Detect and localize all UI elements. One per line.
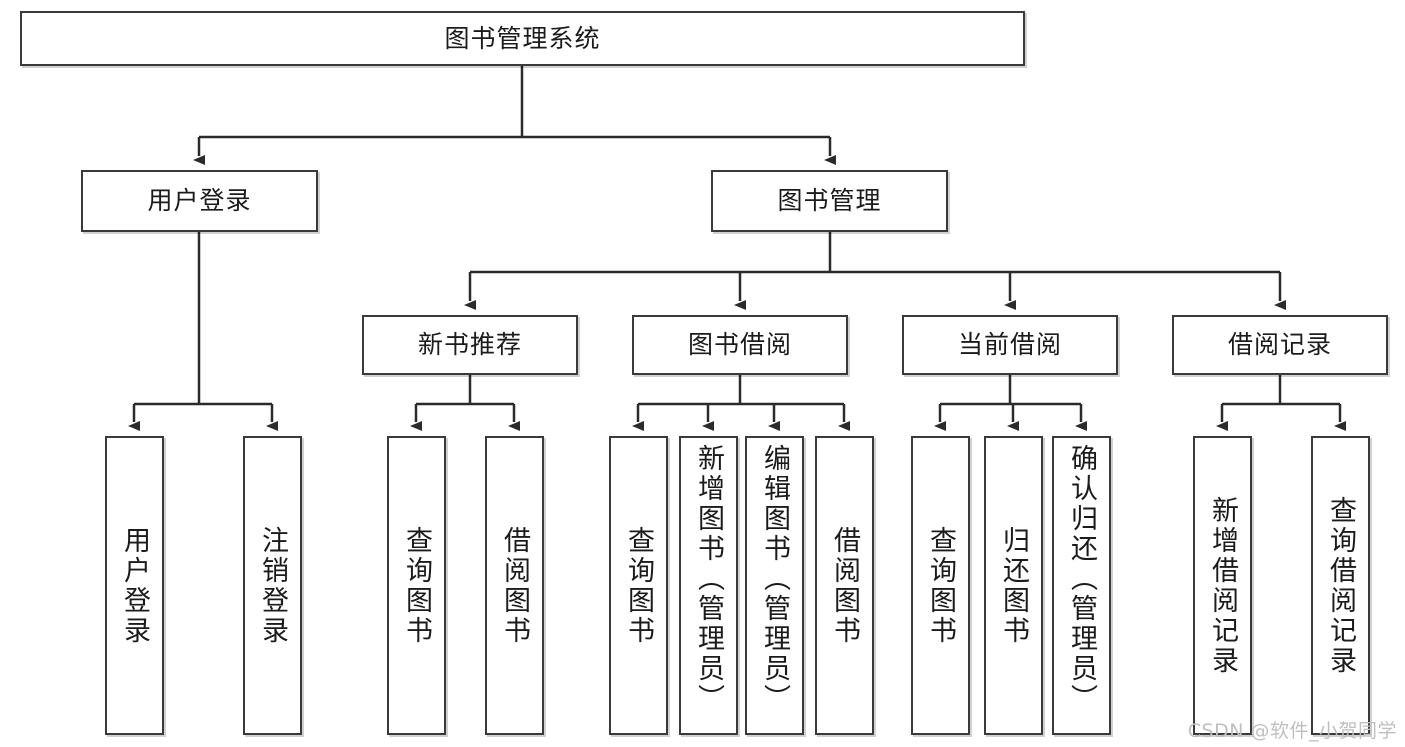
node-root-label: 图书管理系统 [444,23,601,53]
node-leaf-confirm-return-label: 确认归还（管理员） [1066,444,1097,714]
node-leaf-logout-label: 注销登录 [257,525,288,646]
node-leaf-add-book[interactable]: 新增图书（管理员） [679,436,738,735]
node-book-manage[interactable]: 图书管理 [711,170,948,232]
node-leaf-borrow-book-2[interactable]: 借阅图书 [815,436,874,735]
node-leaf-user-login[interactable]: 用户登录 [105,436,164,735]
node-borrow-record-label: 借阅记录 [1227,330,1332,360]
node-leaf-borrow-book-2-label: 借阅图书 [829,525,860,646]
node-leaf-confirm-return[interactable]: 确认归还（管理员） [1052,436,1111,735]
node-leaf-query-record[interactable]: 查询借阅记录 [1311,436,1370,735]
node-leaf-borrow-book-1-label: 借阅图书 [499,525,530,646]
node-leaf-return-book-label: 归还图书 [998,525,1029,646]
node-leaf-query-book-1[interactable]: 查询图书 [387,436,446,735]
node-user-login[interactable]: 用户登录 [81,170,318,232]
node-leaf-edit-book-label: 编辑图书（管理员） [759,444,790,714]
node-leaf-edit-book[interactable]: 编辑图书（管理员） [745,436,804,735]
node-leaf-add-record-label: 新增借阅记录 [1207,495,1238,676]
node-user-login-label: 用户登录 [147,186,252,216]
node-leaf-query-book-2[interactable]: 查询图书 [609,436,668,735]
node-leaf-query-book-1-label: 查询图书 [401,525,432,646]
node-new-book-recommend-label: 新书推荐 [417,330,522,360]
node-leaf-query-record-label: 查询借阅记录 [1325,495,1356,676]
node-leaf-user-login-label: 用户登录 [119,525,150,646]
node-new-book-recommend[interactable]: 新书推荐 [362,315,578,375]
node-leaf-add-record[interactable]: 新增借阅记录 [1193,436,1252,735]
node-book-borrow-label: 图书借阅 [687,330,792,360]
node-book-manage-label: 图书管理 [777,186,882,216]
node-leaf-add-book-label: 新增图书（管理员） [693,444,724,714]
node-leaf-query-book-3-label: 查询图书 [925,525,956,646]
node-current-borrow[interactable]: 当前借阅 [902,315,1118,375]
node-root[interactable]: 图书管理系统 [20,11,1025,66]
node-leaf-query-book-2-label: 查询图书 [623,525,654,646]
node-current-borrow-label: 当前借阅 [957,330,1062,360]
node-leaf-borrow-book-1[interactable]: 借阅图书 [485,436,544,735]
node-borrow-record[interactable]: 借阅记录 [1172,315,1388,375]
watermark-text: CSDN @软件_小贺同学 [1187,720,1397,742]
node-leaf-query-book-3[interactable]: 查询图书 [911,436,970,735]
node-book-borrow[interactable]: 图书借阅 [632,315,848,375]
node-leaf-return-book[interactable]: 归还图书 [984,436,1043,735]
node-leaf-logout[interactable]: 注销登录 [243,436,302,735]
